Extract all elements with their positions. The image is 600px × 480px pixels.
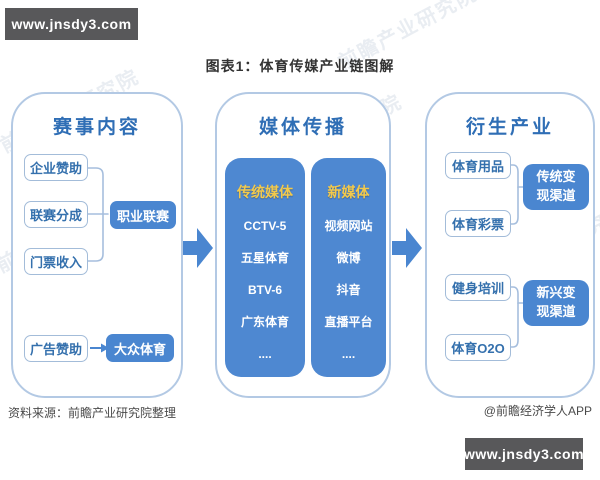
- media-item: 抖音: [336, 283, 361, 297]
- media-item: 视频网站: [324, 219, 373, 233]
- media-item: 直播平台: [324, 315, 373, 329]
- box-league-share: 联赛分成: [24, 201, 88, 228]
- flow-arrow-icon: [183, 228, 213, 268]
- new-media-header: 新媒体: [327, 184, 370, 200]
- site-url-banner-top: www.jnsdy3.com: [5, 8, 138, 40]
- media-item: 广东体育: [240, 315, 289, 329]
- media-item-ellipsis: ....: [258, 347, 272, 361]
- media-item-ellipsis: ....: [341, 347, 356, 361]
- media-item: CCTV-5: [243, 219, 287, 233]
- column-traditional-media: 传统媒体 CCTV-5 五星体育 BTV-6 广东体育 ....: [225, 158, 305, 377]
- panel-derivative-industries-header: 衍生产业: [465, 117, 554, 138]
- site-url-banner-bottom: www.jnsdy3.com: [464, 438, 584, 470]
- box-professional-league: 职业联赛: [110, 201, 176, 229]
- box-sporting-goods: 体育用品: [445, 152, 511, 179]
- box-mass-sports: 大众体育: [106, 334, 174, 362]
- media-item: 五星体育: [240, 251, 289, 265]
- box-sports-o2o: 体育O2O: [445, 334, 511, 361]
- traditional-media-header: 传统媒体: [237, 184, 293, 200]
- media-item: BTV-6: [247, 283, 282, 297]
- panel-event-content-header: 赛事内容: [52, 117, 141, 138]
- panel-derivative-industries: 衍生产业 体育用品 体育彩票 传统变现渠道 健身培训 体育O2O 新兴变现渠道: [425, 92, 595, 398]
- credit-note: @前瞻经济学人APP: [483, 404, 592, 418]
- media-item: 微博: [336, 251, 361, 265]
- panel-media-distribution: 媒体传播 传统媒体 CCTV-5 五星体育 BTV-6 广东体育 .... 新媒…: [215, 92, 391, 398]
- box-emerging-monetization-channel: 新兴变现渠道: [523, 280, 589, 326]
- chart-title: 图表1：体育传媒产业链图解: [205, 58, 395, 74]
- column-new-media: 新媒体 视频网站 微博 抖音 直播平台 ....: [311, 158, 386, 377]
- box-corporate-sponsorship: 企业赞助: [24, 154, 88, 181]
- panel-media-distribution-header: 媒体传播: [258, 117, 347, 138]
- data-source-note: 资料来源：前瞻产业研究院整理: [8, 406, 177, 420]
- box-ad-sponsorship: 广告赞助: [24, 335, 88, 362]
- box-ticket-income: 门票收入: [24, 248, 88, 275]
- box-fitness-training: 健身培训: [445, 274, 511, 301]
- box-sports-lottery: 体育彩票: [445, 210, 511, 237]
- flow-arrow-icon: [392, 228, 422, 268]
- box-traditional-monetization-channel: 传统变现渠道: [523, 164, 589, 210]
- panel-event-content: 赛事内容 企业赞助 联赛分成 门票收入 职业联赛 广告赞助 大众体育: [11, 92, 183, 398]
